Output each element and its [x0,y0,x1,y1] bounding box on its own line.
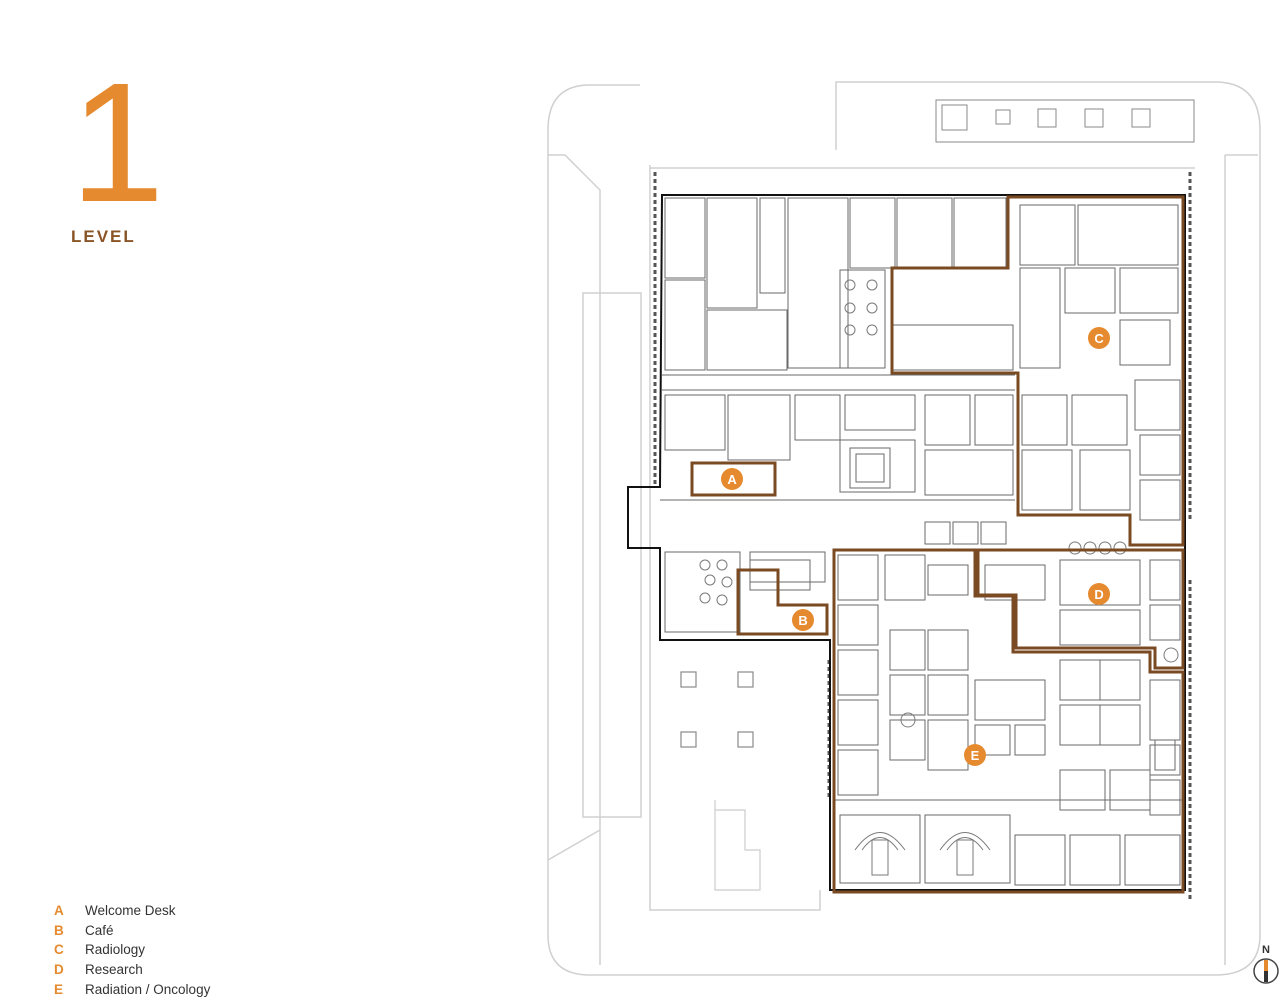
department-zones [690,195,1185,894]
zone-d-outline [976,548,1185,670]
legend-item: A Welcome Desk [54,901,210,921]
marker-d: D [1088,583,1110,605]
planter-strip [935,99,1195,143]
level-number: 1 [70,48,165,238]
level-label: LEVEL [71,227,136,246]
legend-letter: D [54,962,64,978]
legend: A Welcome Desk B Café C Radiology D Rese… [54,901,210,999]
legend-letter: C [54,942,64,958]
marker-e: E [964,744,986,766]
furniture [699,279,1179,728]
north-label: N [1262,944,1270,956]
zone-e-outline [832,548,1185,894]
marker-b-label: B [798,613,807,628]
marker-e-label: E [971,748,980,763]
zone-b-outline [736,568,829,636]
legend-letter: A [54,903,64,919]
legend-name: Radiology [85,942,146,958]
legend-item: D Research [54,960,210,980]
marker-b: B [792,609,814,631]
legend-name: Café [85,922,114,938]
legend-item: E Radiation / Oncology [54,979,210,999]
legend-item: C Radiology [54,940,210,960]
marker-c: C [1088,327,1110,349]
interior-walls [660,197,1182,886]
north-arrow: N [1249,944,1283,991]
stairs [749,447,1176,771]
legend-name: Research [85,962,143,978]
marker-c-label: C [1094,331,1104,346]
legend-name: Radiation / Oncology [85,981,211,997]
legend-letter: E [54,981,64,997]
legend-item: B Café [54,921,210,941]
courtyard [680,671,761,891]
zone-c-outline [890,195,1185,547]
marker-a-label: A [727,472,737,487]
treatment-rooms [854,832,991,876]
site-outline [547,81,1261,976]
building-outline [627,194,1186,891]
legend-name: Welcome Desk [85,903,176,919]
north-compass-icon [1253,958,1279,984]
marker-a: A [721,468,743,490]
zone-markers: A B C D E [721,327,1110,766]
zone-a-outline [690,461,777,497]
legend-letter: B [54,922,64,938]
marker-d-label: D [1094,587,1103,602]
